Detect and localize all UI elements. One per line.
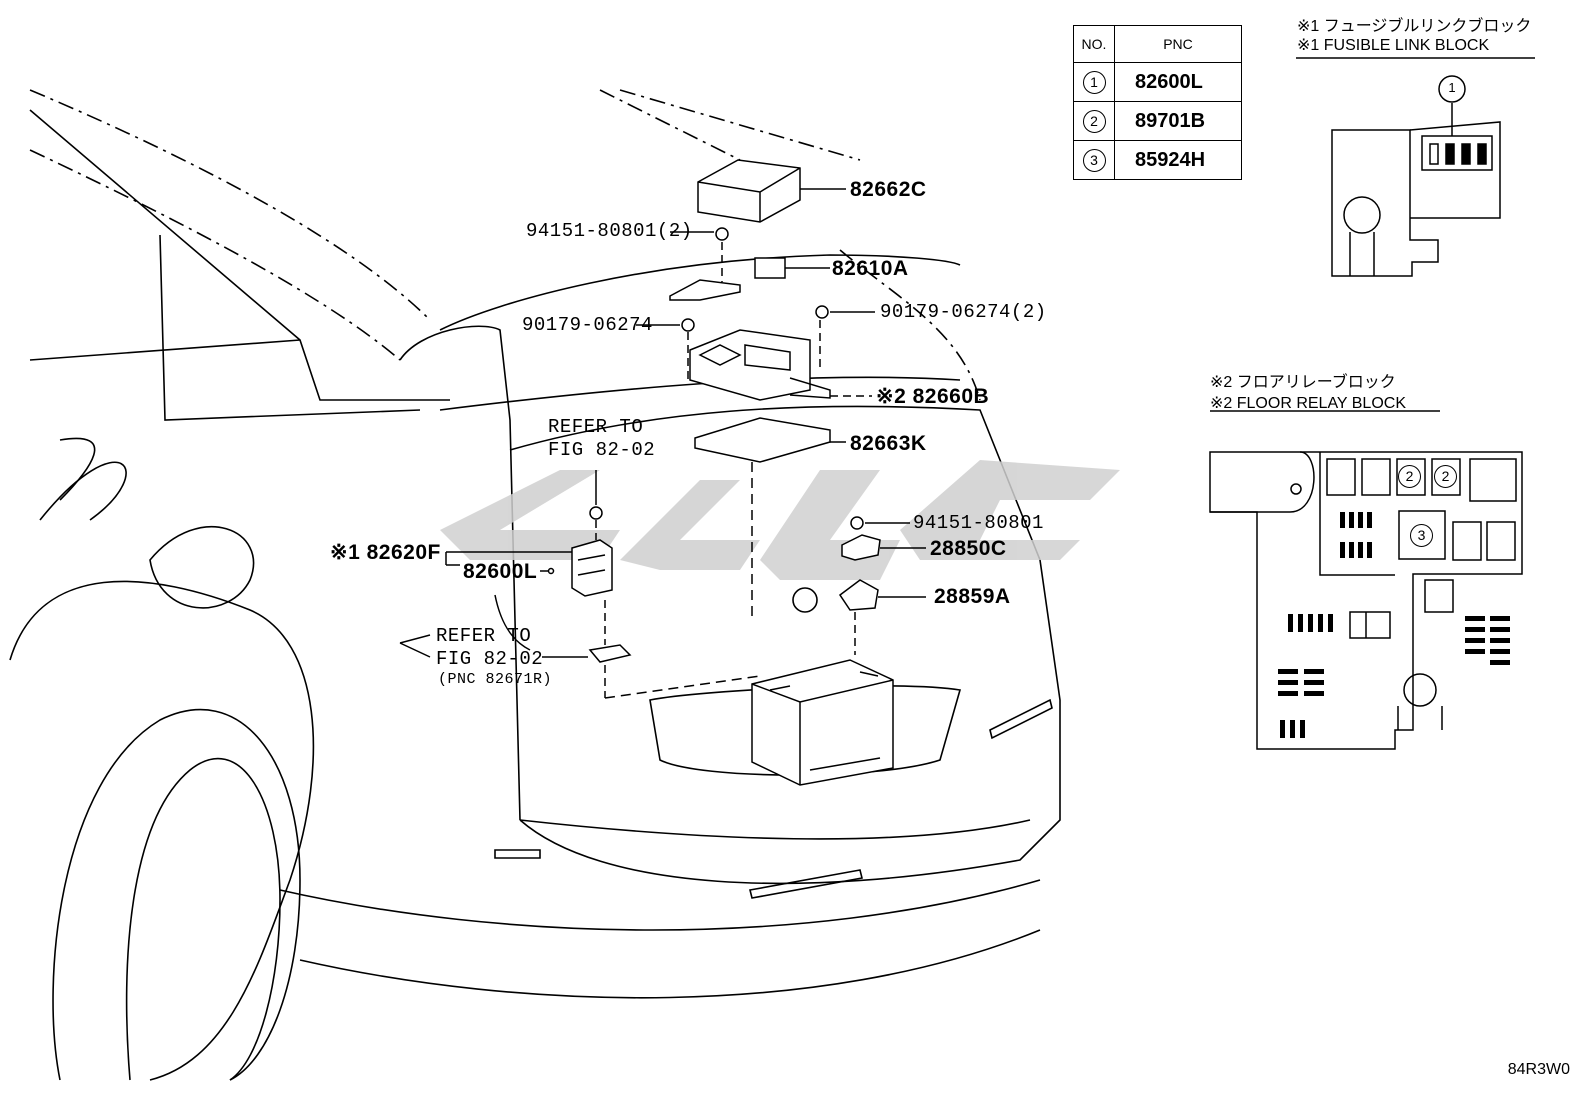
pnc-table: NO. PNC 1 82600L 2 89701B 3 85924H bbox=[1073, 25, 1242, 180]
label-28850c: 28850C bbox=[930, 537, 1007, 560]
row-number: 1 bbox=[1082, 70, 1106, 94]
row-number: 3 bbox=[1082, 148, 1106, 172]
relay-marker: 2 bbox=[1434, 465, 1457, 488]
label-28859a: 28859A bbox=[934, 585, 1011, 608]
diagram-code: 84R3W0 bbox=[1507, 1061, 1570, 1078]
table-row: 1 82600L bbox=[1073, 62, 1242, 102]
relay-marker: 2 bbox=[1398, 465, 1421, 488]
label-pnc-82671r: (PNC 82671R) bbox=[438, 671, 553, 688]
label-refer-to-2: REFER TO bbox=[436, 625, 532, 647]
header-pnc: PNC bbox=[1114, 25, 1242, 63]
fusible-block-title-en: ※1 FUSIBLE LINK BLOCK bbox=[1297, 37, 1490, 54]
label-82662c: 82662C bbox=[850, 178, 927, 201]
relay-marker: 3 bbox=[1410, 524, 1433, 547]
floor-relay-title-jp: ※2 フロアリレーブロック bbox=[1210, 374, 1396, 391]
table-row: 3 85924H bbox=[1073, 140, 1242, 180]
fusible-marker: 1 bbox=[1448, 80, 1456, 95]
row-number: 2 bbox=[1082, 109, 1106, 133]
label-refer-to-1: REFER TO bbox=[548, 416, 644, 438]
label-82620f: ※1 82620F bbox=[330, 541, 441, 564]
table-row: 2 89701B bbox=[1073, 101, 1242, 141]
label-94151-80801: 94151-80801 bbox=[913, 512, 1044, 534]
label-82660b: ※2 82660B bbox=[876, 385, 990, 408]
label-94151-80801-2: 94151-80801(2) bbox=[526, 220, 693, 242]
label-refer-fig-2: FIG 82-02 bbox=[436, 648, 544, 670]
label-82610a: 82610A bbox=[832, 257, 909, 280]
label-refer-fig-1: FIG 82-02 bbox=[548, 439, 656, 461]
label-82600l: 82600L bbox=[463, 560, 538, 583]
row-pnc: 85924H bbox=[1114, 140, 1242, 180]
row-pnc: 82600L bbox=[1114, 62, 1242, 102]
row-pnc: 89701B bbox=[1114, 101, 1242, 141]
label-82663k: 82663K bbox=[850, 432, 927, 455]
fusible-block-title-jp: ※1 フュージブルリンクブロック bbox=[1297, 18, 1532, 35]
table-header-row: NO. PNC bbox=[1073, 25, 1242, 63]
label-90179-06274: 90179-06274 bbox=[522, 314, 653, 336]
label-90179-06274-2: 90179-06274(2) bbox=[880, 301, 1047, 323]
floor-relay-title-en: ※2 FLOOR RELAY BLOCK bbox=[1210, 395, 1406, 412]
header-no: NO. bbox=[1073, 25, 1115, 63]
